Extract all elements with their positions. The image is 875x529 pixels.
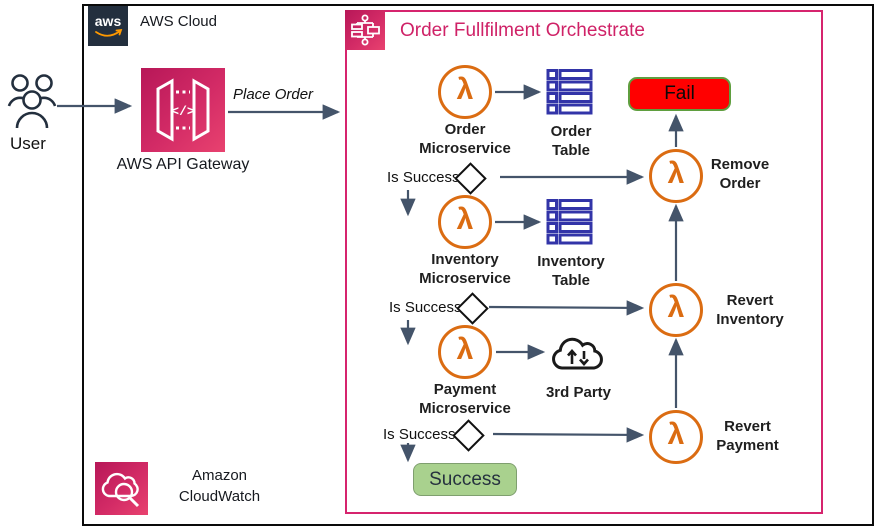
api-gateway-icon: </> xyxy=(141,68,225,152)
inventory-microservice-lambda-icon: λ xyxy=(438,195,492,249)
revert-inventory-lambda-icon: λ xyxy=(649,283,703,337)
place-order-label: Place Order xyxy=(233,86,314,103)
revert-payment-label: Revert Payment xyxy=(716,418,779,454)
remove-order-label: Remove Order xyxy=(710,156,770,192)
fail-state-badge: Fail xyxy=(628,77,731,111)
is-success-label-3: Is Success xyxy=(383,426,456,443)
inventory-table-icon xyxy=(546,198,593,250)
aws-logo-icon: aws xyxy=(88,6,128,46)
api-gateway-label: AWS API Gateway xyxy=(116,156,250,173)
remove-order-lambda-icon: λ xyxy=(649,149,703,203)
users-icon xyxy=(6,70,62,137)
aws-logo-text: aws xyxy=(95,13,122,29)
orchestrator-title: Order Fullfilment Orchestrate xyxy=(400,20,645,41)
success-state-badge: Success xyxy=(413,463,517,496)
revert-inventory-label: Revert Inventory xyxy=(716,292,784,328)
order-microservice-label: Order Microservice xyxy=(419,121,511,157)
cloudwatch-icon xyxy=(95,462,148,515)
order-table-icon xyxy=(546,68,593,120)
inventory-table-label: Inventory Table xyxy=(537,253,605,289)
aws-cloud-label: AWS Cloud xyxy=(140,13,217,30)
third-party-cloud-icon xyxy=(548,330,608,381)
order-microservice-lambda-icon: λ xyxy=(438,65,492,119)
step-functions-icon xyxy=(345,10,385,50)
payment-microservice-lambda-icon: λ xyxy=(438,325,492,379)
cloudwatch-label: Amazon CloudWatch xyxy=(178,467,261,505)
revert-payment-lambda-icon: λ xyxy=(649,410,703,464)
inventory-microservice-label: Inventory Microservice xyxy=(419,251,511,287)
order-table-label: Order Table xyxy=(550,123,592,159)
is-success-label-2: Is Success xyxy=(389,299,462,316)
third-party-label: 3rd Party xyxy=(545,384,612,401)
is-success-label-1: Is Success xyxy=(387,169,460,186)
api-gateway-glyph: </> xyxy=(171,104,195,119)
payment-microservice-label: Payment Microservice xyxy=(419,381,511,417)
user-label: User xyxy=(10,134,46,153)
